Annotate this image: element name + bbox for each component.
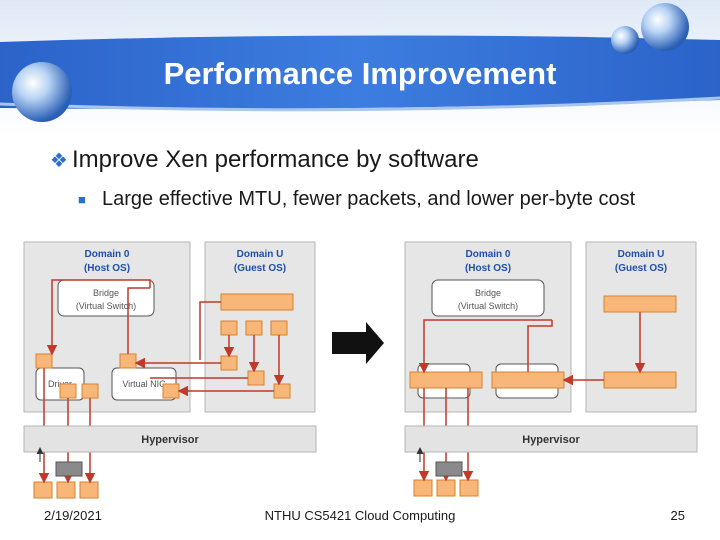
right-domainu-title: Domain U [618,249,665,260]
left-packet-domu-1 [220,320,238,336]
left-packet-vnic-1 [119,353,137,369]
left-packet-wire-2 [56,481,76,499]
right-domainu-subtitle: (Guest OS) [615,263,667,274]
left-bridge-title: Bridge [93,288,119,298]
right-packet-wire-2 [436,479,456,497]
right-domain0-title: Domain 0 [465,249,510,260]
left-packet-driver-3 [81,383,99,399]
left-diagram: Domain 0 (Host OS) Domain U (Guest OS) B… [23,241,317,499]
right-physical-nic [435,461,463,477]
right-packet-domu-low [603,371,677,389]
left-packet-domu-low-1 [220,355,238,371]
left-packets [33,293,294,499]
right-packet-wire-3 [459,479,479,497]
right-diagram: Domain 0 (Host OS) Domain U (Guest OS) B… [404,241,698,497]
square-bullet-icon: ■ [78,192,86,207]
right-bridge-box [431,279,545,317]
left-packet-driver-1 [35,353,53,369]
left-bridge-subtitle: (Virtual Switch) [76,301,136,311]
left-packet-wire-3 [79,481,99,499]
footer-date: 2/19/2021 [44,508,102,523]
right-packet-wire-1 [413,479,433,497]
left-hypervisor-label: Hypervisor [141,434,199,446]
diamond-bullet-icon: ❖ [50,150,68,172]
right-packet-driver [409,371,483,389]
right-domain0-subtitle: (Host OS) [465,263,511,274]
slide-title: Performance Improvement [163,56,557,91]
left-packet-domu-2 [245,320,263,336]
left-packet-vnic-2 [162,383,180,399]
right-packet-vnic [491,371,565,389]
left-packet-domu-large [220,293,294,311]
decorative-sphere-left [12,62,72,122]
footer-course: NTHU CS5421 Cloud Computing [264,508,456,523]
left-physical-nic [55,461,83,477]
bullet-level2-text: Large effective MTU, fewer packets, and … [102,188,636,210]
footer-page-number: 25 [670,508,685,523]
left-domainu-title: Domain U [237,249,284,260]
left-packet-wire-1 [33,481,53,499]
right-bridge-title: Bridge [475,288,501,298]
title-banner [0,0,720,135]
decorative-sphere-small [611,26,639,54]
xen-network-diagram: Domain 0 (Host OS) Domain U (Guest OS) B… [23,241,698,499]
right-bridge-subtitle: (Virtual Switch) [458,301,518,311]
left-domainu-subtitle: (Guest OS) [234,263,286,274]
bullet-level1-text: Improve Xen performance by software [71,146,479,173]
right-hypervisor-label: Hypervisor [522,434,580,446]
left-packet-domu-low-2 [247,370,265,386]
left-flow-arrows [38,279,285,484]
right-packet-domu-large [603,295,677,313]
decorative-sphere-right [641,3,689,51]
left-domain0-title: Domain 0 [84,249,129,260]
transition-arrow [332,322,384,364]
left-packet-domu-low-3 [273,383,291,399]
right-hypervisor-bar [404,425,698,453]
left-hypervisor-bar [23,425,317,453]
left-domain0-subtitle: (Host OS) [84,263,130,274]
left-vnic-label: Virtual NIC [122,379,166,389]
left-packet-driver-2 [59,383,77,399]
bullet-level1: ❖Improve Xen performance by software [50,146,479,174]
left-packet-domu-3 [270,320,288,336]
